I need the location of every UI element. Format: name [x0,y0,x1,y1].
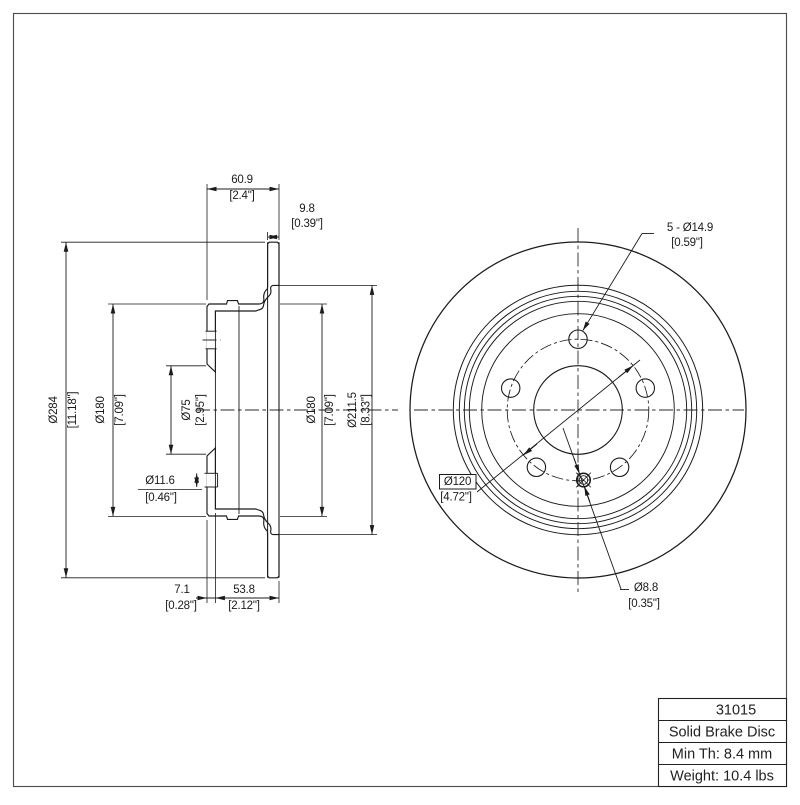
leader-set-screw: Ø8.8 [0.35"] [562,427,660,610]
overall-width-in-label: [2.4"] [229,190,254,202]
weight: Weight: 10.4 lbs [670,768,774,784]
front-view: 5 - Ø14.9 [0.59"] Ø120 [4.72"] Ø8.8 [0.3… [409,222,747,610]
title-block: 31015 Solid Brake Disc Min Th: 8.4 mm We… [657,697,788,788]
hat-outer-circle [468,300,688,520]
bolt-circle-in-label: [4.72"] [440,492,471,504]
friction-inner-circle [452,284,704,536]
bolt-hole-top [568,329,588,349]
set-screw-mm-label: Ø8.8 [634,582,658,594]
bolt-hole-lower-left [526,457,547,478]
hat-diameter-left-in-label: [7.09"] [114,394,126,425]
dim-outer-diameter: Ø284 [11.18"] [48,241,265,579]
hat-diameter-right-in-label: [7.09"] [324,394,336,425]
dim-small-hole: Ø11.6 [0.46"] [138,473,202,504]
friction-inner-mm-label: Ø211.5 [347,392,359,428]
outer-diameter-circle [409,241,747,579]
dim-disc-thickness: 9.8 [0.39"] [267,203,323,240]
small-hole-in-label: [0.46"] [145,492,176,504]
hat-depth-in-label: [2.12"] [228,600,259,612]
hat-diameter-left-mm-label: Ø180 [95,396,107,423]
bolt-hole-upper-right [635,378,656,398]
dim-friction-inner-diameter: Ø211.5 [8.33"] [275,284,377,535]
part-number: 31015 [716,702,756,718]
center-bore-mm-label: Ø75 [181,399,193,420]
bolt-holes-mm-label: 5 - Ø14.9 [667,222,713,234]
section-bolt-hole [202,330,221,350]
outer-diameter-mm-label: Ø284 [48,396,60,424]
product-name: Solid Brake Disc [669,724,775,740]
transition-circle-1 [458,290,698,530]
disc-thickness-mm-label: 9.8 [299,203,314,215]
small-hole-mm-label: Ø11.6 [145,475,174,487]
min-thickness: Min Th: 8.4 mm [672,746,772,762]
bolt-circle-mm-label: Ø120 [444,476,471,488]
set-screw-in-label: [0.35"] [628,598,659,610]
dim-overall-width: 60.9 [2.4"] [206,174,280,300]
dim-center-bore: Ø75 [2.95"] [166,365,207,455]
bolt-holes-in-label: [0.59"] [671,237,702,249]
friction-inner-in-label: [8.33"] [361,394,373,425]
page-border [12,12,788,788]
hat-depth-mm-label: 53.8 [233,584,255,596]
dim-hat-diameter-right: Ø180 [7.09"] [280,303,336,517]
flange-thickness-in-label: [0.28"] [165,600,196,612]
hat-diameter-right-mm-label: Ø180 [306,396,318,423]
leader-bolt-circle: Ø120 [4.72"] [439,359,641,504]
transition-circle-2 [463,295,693,525]
center-bore-in-label: [2.95"] [195,394,207,425]
overall-width-mm-label: 60.9 [231,174,253,186]
section-view: Ø284 [11.18"] Ø180 [7.09"] Ø75 [2.95"] Ø… [48,174,398,612]
leader-bolt-holes: 5 - Ø14.9 [0.59"] [582,222,713,332]
dim-flange-thickness-and-hat-depth: 7.1 [0.28"] 53.8 [2.12"] [165,513,280,612]
pilot-step-circle [481,313,675,507]
flange-thickness-mm-label: 7.1 [174,584,189,596]
bolt-circle-box [439,474,477,490]
bolt-hole-upper-left [500,378,521,398]
outer-diameter-in-label: [11.18"] [67,392,79,429]
bolt-hole-lower-right [609,457,630,478]
bolt-circle [506,338,650,482]
set-screw-hole [575,472,592,488]
section-upper-half [206,241,280,374]
section-lower-half [206,446,280,579]
dim-hat-diameter-left: Ø180 [7.09"] [95,303,206,517]
disc-thickness-in-label: [0.39"] [291,218,322,230]
center-bore-circle [533,365,623,455]
